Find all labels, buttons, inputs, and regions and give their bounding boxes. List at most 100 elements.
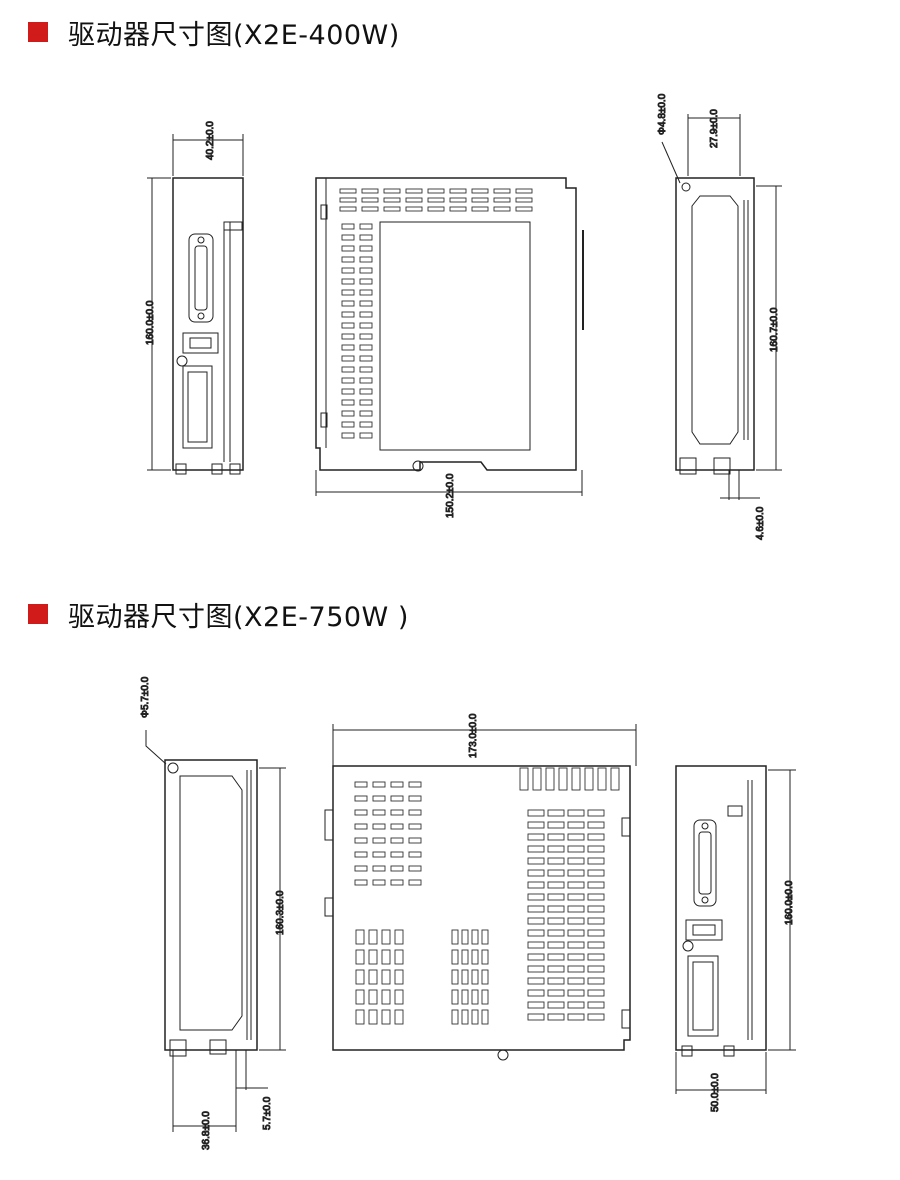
side-view-750w <box>324 724 637 1061</box>
vent-slot <box>547 929 565 937</box>
vent-slot <box>493 197 511 203</box>
vent-slot <box>471 197 489 203</box>
vent-slot <box>390 879 404 886</box>
vent-slot <box>547 917 565 925</box>
vent-slot <box>567 953 585 961</box>
vent-slot <box>515 197 533 203</box>
vent-slot <box>571 767 581 791</box>
vent-slot <box>547 905 565 913</box>
vent-slot <box>359 355 373 362</box>
vent-slot <box>368 969 378 985</box>
vent-slot <box>339 197 357 203</box>
vent-slot <box>354 809 368 816</box>
vent-slot <box>390 865 404 872</box>
vent-slot <box>359 223 373 230</box>
vent-slot <box>515 188 533 194</box>
vent-slot <box>449 206 467 212</box>
vent-slot <box>567 881 585 889</box>
vent-slot <box>372 851 386 858</box>
vent-slot <box>341 223 355 230</box>
vent-slot <box>547 845 565 853</box>
vent-slot <box>359 311 373 318</box>
vent-slot <box>527 1001 545 1009</box>
vent-slot <box>587 809 605 817</box>
vent-slot <box>567 905 585 913</box>
vent-slot <box>587 833 605 841</box>
section-title: 驱动器尺寸图(X2E-400W) <box>68 19 400 51</box>
vent-slot <box>567 1001 585 1009</box>
vent-slot <box>405 206 423 212</box>
vent-slot <box>567 929 585 937</box>
vent-slots-750w <box>354 767 620 1025</box>
vent-slot <box>359 245 373 252</box>
vent-slot <box>547 821 565 829</box>
vent-slot <box>427 188 445 194</box>
vent-slot <box>355 1009 365 1025</box>
vent-slot <box>390 837 404 844</box>
vent-slot <box>408 865 422 872</box>
vent-slot <box>355 929 365 945</box>
vent-slot <box>354 837 368 844</box>
vent-slot <box>368 929 378 945</box>
vent-slot <box>587 941 605 949</box>
vent-slot <box>372 823 386 830</box>
vent-slot <box>527 941 545 949</box>
vent-slot <box>493 188 511 194</box>
vent-slot <box>587 893 605 901</box>
vent-slot <box>359 377 373 384</box>
vent-slot <box>341 333 355 340</box>
vent-slot <box>405 188 423 194</box>
vent-slot <box>381 929 391 945</box>
vent-slot <box>527 929 545 937</box>
front-view-750w <box>675 765 796 1094</box>
vent-slot <box>567 989 585 997</box>
vent-slot <box>567 833 585 841</box>
vent-slot <box>567 845 585 853</box>
vent-slot <box>361 206 379 212</box>
vent-slot <box>527 953 545 961</box>
vent-slot <box>527 905 545 913</box>
vent-slot <box>527 821 545 829</box>
dim-mount-height: 160.3±0.0 <box>275 890 286 935</box>
vent-slot <box>361 188 379 194</box>
vent-slot <box>471 188 489 194</box>
vent-slot <box>354 823 368 830</box>
vent-slot <box>519 767 529 791</box>
vent-slot <box>372 795 386 802</box>
vent-slot <box>354 781 368 788</box>
vent-slot <box>427 197 445 203</box>
vent-slot <box>547 977 565 985</box>
vent-slot <box>408 879 422 886</box>
vent-slot <box>547 1013 565 1021</box>
vent-slot <box>527 881 545 889</box>
vent-slot <box>381 969 391 985</box>
vent-slot <box>341 322 355 329</box>
dim-offset-bottom: 4.6±0.0 <box>755 506 766 540</box>
vent-slot <box>394 989 404 1005</box>
vent-slot <box>461 949 469 965</box>
vent-slot <box>361 197 379 203</box>
vent-slot <box>597 767 607 791</box>
vent-slot <box>451 989 459 1005</box>
vent-slot <box>567 941 585 949</box>
vent-slot <box>359 322 373 329</box>
vent-slot <box>471 949 479 965</box>
vent-slot <box>355 989 365 1005</box>
vent-slot <box>451 949 459 965</box>
dim-height-front: 160.0±0.0 <box>784 880 795 925</box>
dim-hole-dia: Φ4.8±0.0 <box>657 93 668 135</box>
vent-slot <box>471 1009 479 1025</box>
vent-slot <box>558 767 568 791</box>
vent-slot <box>341 399 355 406</box>
vent-slot <box>567 893 585 901</box>
vent-slots-400w <box>339 188 533 439</box>
vent-slot <box>493 206 511 212</box>
front-view-400w <box>147 134 244 475</box>
vent-slot <box>341 432 355 439</box>
mount-view-750w <box>145 730 286 1132</box>
vent-slot <box>368 989 378 1005</box>
vent-slot <box>567 1013 585 1021</box>
vent-slot <box>587 845 605 853</box>
vent-slot <box>547 857 565 865</box>
